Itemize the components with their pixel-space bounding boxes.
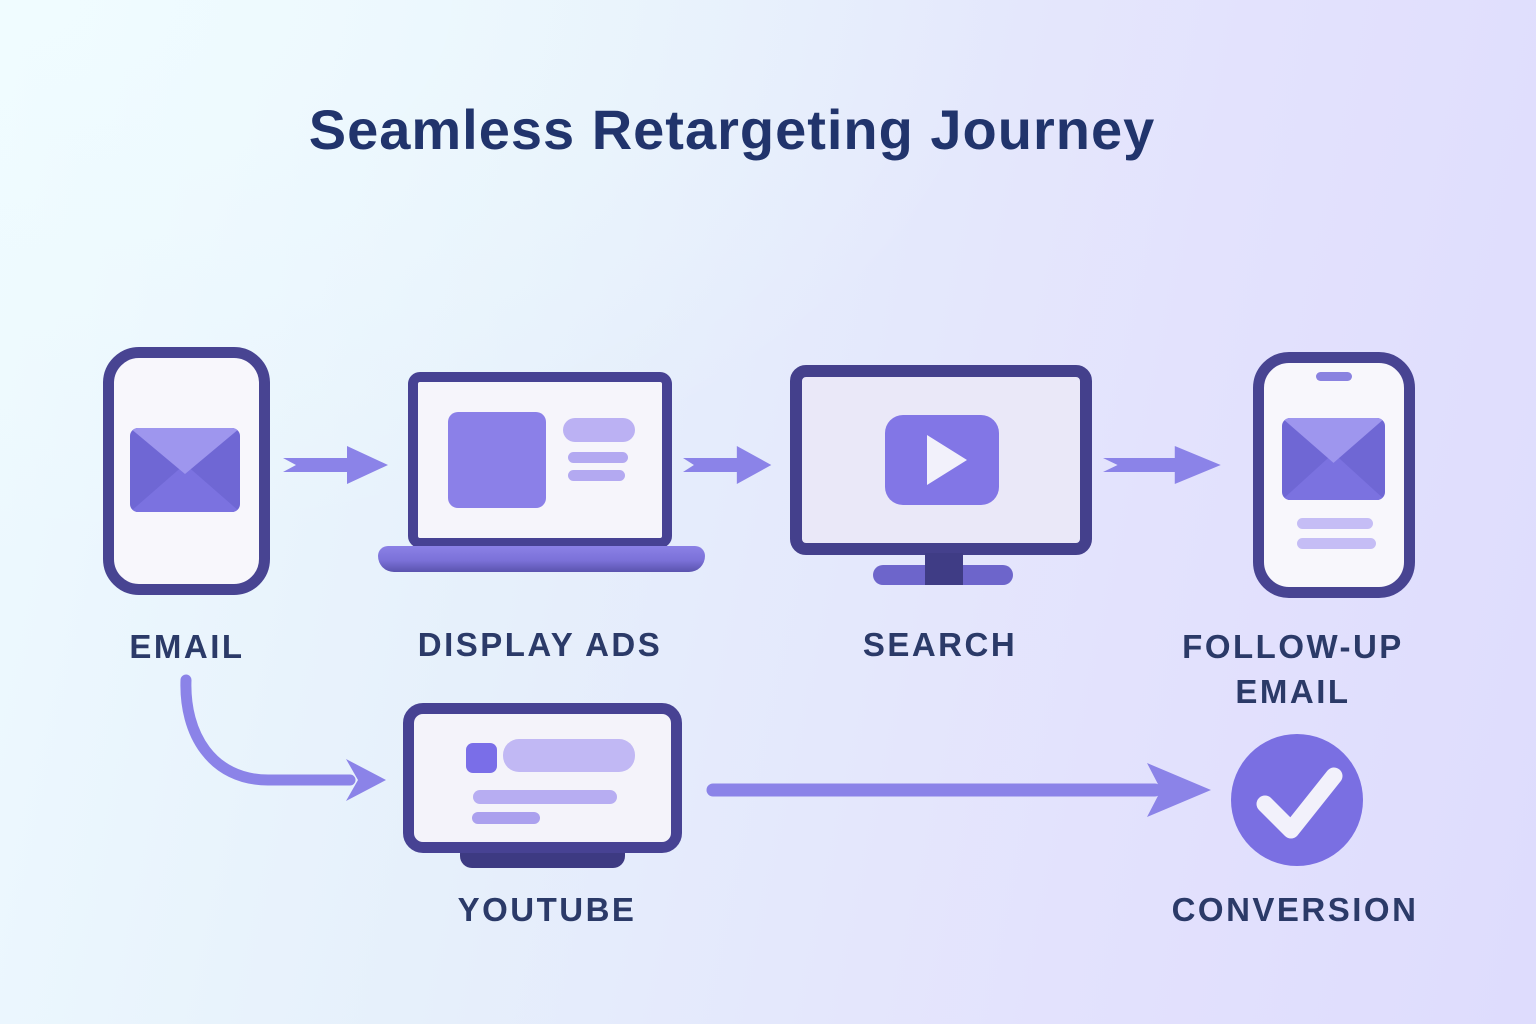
ad-text-bar <box>568 452 628 463</box>
tv-video-list-icon <box>403 703 682 873</box>
ad-image-placeholder <box>448 412 546 508</box>
arrow-display-ads-to-search <box>683 437 773 493</box>
email-text-bar <box>1297 518 1373 529</box>
arrow-email-to-display-ads <box>283 437 390 493</box>
email-text-bar <box>1297 538 1376 549</box>
play-button-icon <box>885 415 999 505</box>
laptop-ad-layout-icon <box>378 372 705 572</box>
checkmark-circle-icon <box>1231 734 1363 866</box>
laptop-base <box>378 546 705 572</box>
ad-text-bar <box>568 470 625 481</box>
laptop-screen <box>408 372 672 548</box>
node-label-youtube: YOUTUBE <box>457 891 637 928</box>
tv-stand <box>460 849 625 868</box>
envelope-icon <box>1282 418 1385 500</box>
ad-text-bar <box>563 418 635 442</box>
play-triangle <box>927 435 967 485</box>
smartphone-envelope-icon <box>1253 352 1415 598</box>
arrow-youtube-to-conversion <box>703 756 1218 824</box>
arrow-email-to-youtube <box>168 672 403 812</box>
monitor-stand-neck <box>925 553 963 585</box>
tv-screen <box>403 703 682 853</box>
page-title: Seamless Retargeting Journey <box>308 98 1156 161</box>
envelope-icon <box>130 428 240 512</box>
monitor-play-button-icon <box>790 365 1092 590</box>
video-thumbnail-placeholder <box>466 743 497 773</box>
node-label-search: SEARCH <box>862 626 1018 663</box>
arrow-search-to-follow-up-email <box>1103 437 1223 493</box>
phone-speaker-bar <box>1316 372 1352 381</box>
video-text-bar <box>473 790 617 804</box>
node-label-conversion: CONVERSION <box>1171 891 1419 928</box>
video-text-bar <box>472 812 540 824</box>
node-label-email: EMAIL <box>129 628 245 665</box>
node-label-display-ads: DISPLAY ADS <box>417 626 663 663</box>
node-label-follow-up-email: FOLLOW-UP EMAIL <box>1182 628 1404 710</box>
video-title-bar <box>503 739 635 772</box>
smartphone-envelope-icon <box>103 347 270 595</box>
